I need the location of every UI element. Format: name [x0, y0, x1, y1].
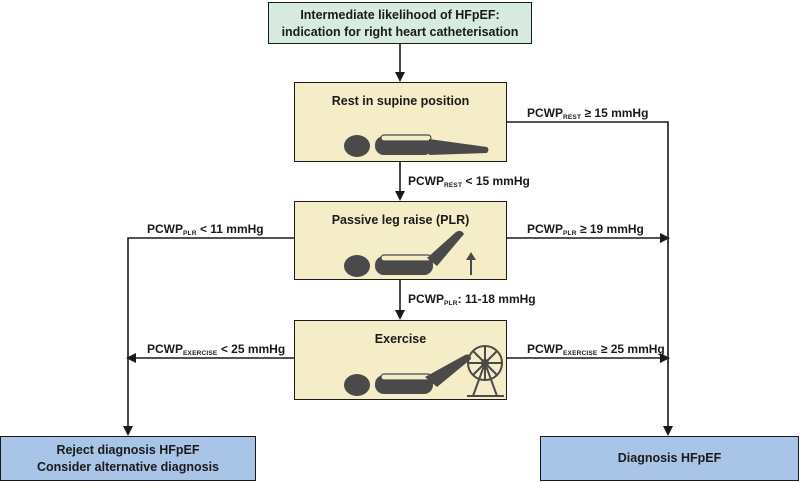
diagnosis-box-label: Diagnosis HFpEF	[617, 451, 722, 465]
label-pcwp-exercise-low: PCWPEXERCISE < 25 mmHg	[147, 342, 286, 357]
diagnosis-hfpef-box: Diagnosis HFpEF	[540, 436, 799, 481]
arrow-rest-to-diagnosis	[507, 121, 673, 436]
reject-box-line2: Consider alternative diagnosis	[37, 460, 219, 474]
passive-leg-raise-box: Passive leg raise (PLR)	[294, 201, 507, 280]
top-box-line1: Intermediate likelihood of HFpEF:	[300, 8, 500, 22]
label-pcwp-plr-mid: PCWPPLR: 11-18 mmHg	[408, 292, 536, 307]
reject-diagnosis-box: Reject diagnosis HFpEF Consider alternat…	[0, 436, 256, 481]
rest-box-title: Rest in supine position	[331, 94, 470, 108]
top-box-line2: indication for right heart catheterisati…	[281, 25, 519, 39]
exercise-box: Exercise	[294, 320, 507, 400]
label-pcwp-plr-high: PCWPPLR ≥ 19 mmHg	[527, 222, 644, 237]
up-arrow-icon	[466, 252, 476, 275]
leg-raise-figure-icon	[344, 230, 464, 277]
plr-box-title: Passive leg raise (PLR)	[331, 213, 470, 227]
exercise-box-title: Exercise	[374, 332, 427, 346]
label-pcwp-exercise-high: PCWPEXERCISE ≥ 25 mmHg	[527, 342, 665, 357]
label-pcwp-rest-high: PCWPREST ≥ 15 mmHg	[527, 106, 649, 121]
rest-supine-box: Rest in supine position	[294, 82, 507, 162]
arrow-plr-to-reject	[123, 237, 294, 436]
label-pcwp-rest-low: PCWPREST < 15 mmHg	[408, 174, 530, 189]
exercise-bike-figure-icon	[344, 345, 504, 397]
reject-box-line1: Reject diagnosis HFpEF	[56, 443, 200, 457]
supine-figure-icon	[344, 134, 489, 157]
intermediate-likelihood-box: Intermediate likelihood of HFpEF: indica…	[268, 2, 532, 44]
label-pcwp-plr-low: PCWPPLR < 11 mmHg	[147, 222, 264, 237]
